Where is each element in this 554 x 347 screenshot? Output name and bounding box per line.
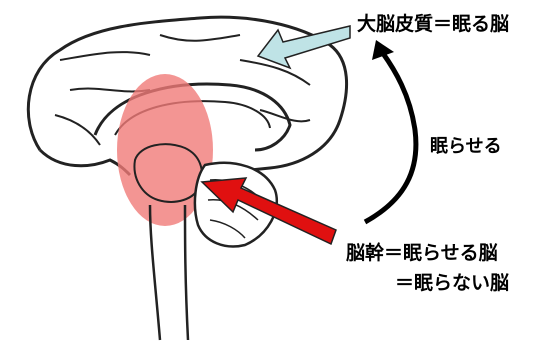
brainstem-label-line1: 脳幹＝眠らせる脳 <box>346 238 498 265</box>
sleep-curve-arrow <box>365 52 416 222</box>
gyrus-line <box>240 60 310 85</box>
gyrus-line <box>60 52 150 60</box>
gyrus-line <box>160 35 240 41</box>
gyrus-line <box>55 115 100 145</box>
cortex-label: 大脳皮質＝眠る脳 <box>357 9 509 36</box>
brainstem-label-line2: ＝眠らない脳 <box>395 268 509 295</box>
sleep-action-label: 眠らせる <box>430 132 502 158</box>
cerebrum-lower-outline <box>40 150 130 175</box>
